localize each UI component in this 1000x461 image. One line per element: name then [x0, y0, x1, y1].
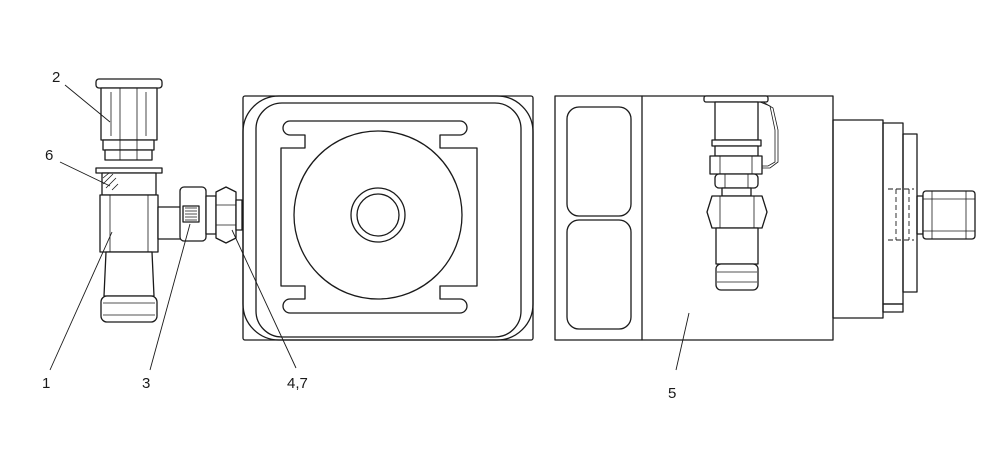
callout-2: 2 [52, 69, 60, 86]
plate-front-view [242, 95, 534, 341]
callout-1: 1 [42, 375, 50, 392]
callout-labels: 2 6 1 3 4,7 5 [42, 69, 676, 402]
valve-assembly [95, 78, 243, 323]
callout-4-7: 4,7 [287, 375, 308, 392]
callout-5: 5 [668, 385, 676, 402]
leader-lines [49, 84, 690, 371]
side-view [554, 95, 976, 341]
callout-6: 6 [45, 147, 53, 164]
callout-3: 3 [142, 375, 150, 392]
